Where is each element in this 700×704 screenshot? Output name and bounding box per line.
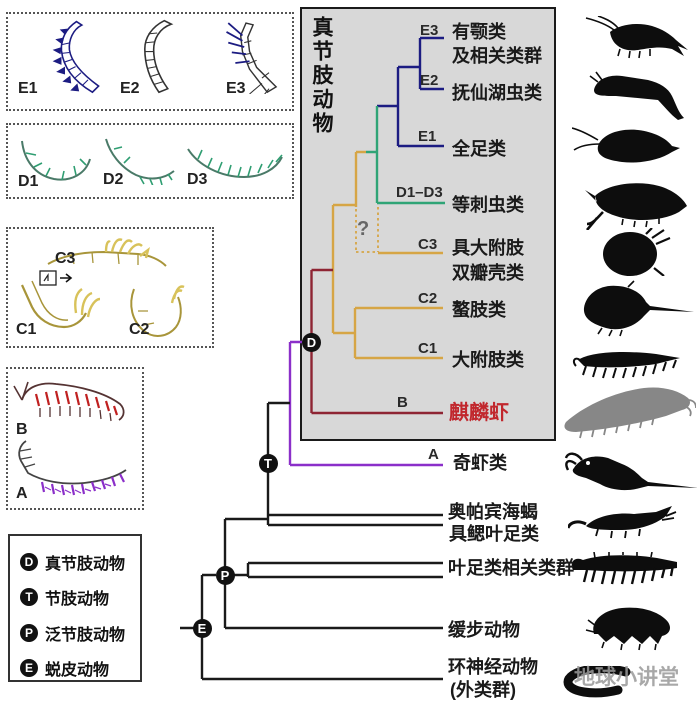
legend-item-d: D 真节肢动物 [20, 550, 125, 574]
horseshoe-crab-silhouette [583, 280, 694, 337]
tardigrade-silhouette [585, 607, 670, 651]
opabinia-silhouette [568, 506, 677, 539]
tip-label-cycloneuralia: 环神经动物 [448, 657, 538, 677]
appendage-drawing-c2 [130, 285, 185, 337]
tip-code-c1: C1 [418, 340, 438, 357]
tip-label-isoxyida: 等刺虫类 [452, 195, 524, 215]
watermark: 地球小讲堂 [574, 666, 679, 689]
panel-e-code-1: E1 [18, 80, 38, 97]
appendage-drawing-c1 [20, 270, 101, 329]
tip-code-e1: E1 [418, 128, 437, 145]
tip-label-radiodonta: 奇虾类 [453, 453, 507, 473]
appendage-drawing-e2 [144, 19, 174, 94]
panel-d-code-1: D1 [18, 173, 39, 190]
legend-label-d: 真节肢动物 [45, 556, 126, 573]
panel-e-code-3: E3 [226, 80, 246, 97]
bivalved-arthropod-silhouette [603, 228, 671, 276]
tip-label-bivalved-2: 双瓣壳类 [452, 263, 524, 283]
node-p-badge: P [215, 565, 235, 585]
megacheiran-silhouette [572, 352, 680, 379]
tip-label-kylinxia: 麒麟虾 [449, 402, 509, 424]
tip-code-b: B [397, 394, 408, 411]
tip-label-pantopoda: 全足类 [452, 139, 506, 159]
panel-ba-code-b: B [16, 421, 28, 438]
tip-label-fuxianhuiida: 抚仙湖虫类 [452, 83, 542, 103]
tip-label-gilled-lobopodians: 具鳃叶足类 [449, 524, 539, 544]
legend: D 真节肢动物 T 节肢动物 P 泛节肢动物 E 蜕皮动物 [8, 534, 142, 682]
appendage-drawing-c3 [47, 238, 167, 267]
panel-c-code-3: C3 [55, 250, 76, 267]
legend-item-p: P 泛节肢动物 [20, 621, 125, 645]
panel-d-code-3: D3 [187, 171, 208, 188]
branch-outgroups [180, 401, 443, 681]
panel-ba-code-a: A [16, 485, 28, 502]
tip-code-e2: E2 [420, 72, 439, 89]
legend-label-t: 节肢动物 [45, 591, 110, 608]
appendage-drawing-e3 [226, 22, 278, 94]
hymenocarine-silhouette [572, 127, 680, 163]
appendage-drawing-e1 [52, 20, 100, 94]
legend-item-t: T 节肢动物 [20, 585, 109, 609]
tip-label-mandibulata: 有颚类 [452, 22, 506, 42]
tip-code-e3: E3 [420, 22, 439, 39]
appendage-drawing-b [13, 381, 125, 422]
euarthropoda-title: 真节肢动物 [310, 16, 333, 136]
tip-label-opabinia: 奥帕宾海蝎 [448, 502, 538, 522]
node-d-badge: D [302, 332, 321, 352]
tip-label-lobopodian-groups: 叶足类相关类群 [448, 558, 574, 578]
node-t-icon: T [20, 588, 38, 606]
euarthropoda-box [300, 7, 556, 441]
legend-item-e: E 蜕皮动物 [20, 656, 109, 680]
branch-c-clade [331, 150, 443, 360]
fuxianhuiid-silhouette [589, 71, 684, 120]
tip-label-megacheira: 大附肢类 [452, 350, 524, 370]
tip-code-c2: C2 [418, 290, 438, 307]
panel-d-appendages: D1 D2 D3 [6, 123, 294, 199]
panel-d-code-2: D2 [103, 171, 124, 188]
node-d-icon: D [20, 553, 38, 571]
branch-d-clade [366, 106, 445, 205]
kylinxia-silhouette [564, 387, 696, 439]
panel-c-code-1: C1 [16, 321, 37, 338]
appendage-drawing-d2 [105, 138, 175, 185]
tip-code-d1d3: D1–D3 [396, 184, 443, 201]
legend-label-e: 蜕皮动物 [45, 662, 110, 679]
appendage-drawing-d1 [21, 140, 91, 181]
uncertainty-mark: ? [357, 218, 370, 240]
isoxyid-silhouette [585, 183, 687, 230]
panel-c-appendages: C3 C1 C2 [6, 227, 214, 348]
branch-radiodonta [288, 340, 443, 467]
branch-e-clade [377, 36, 444, 148]
tip-label-chelicerata: 螯肢类 [452, 300, 506, 320]
branch-c3-uncertain-dotted [355, 207, 379, 253]
panel-e-code-2: E2 [120, 80, 140, 97]
panel-c-code-2: C2 [129, 321, 150, 338]
appendage-drawing-d3 [187, 148, 283, 179]
shrimp-silhouette [585, 16, 688, 59]
tip-label-outgroup: (外类群) [450, 680, 516, 700]
appendage-drawing-a [18, 440, 127, 496]
node-e-icon: E [20, 659, 38, 677]
tip-label-mandibulata-2: 及相关类群 [452, 46, 542, 66]
tip-code-c3: C3 [418, 236, 438, 253]
panel-ba-appendages: B A [6, 367, 144, 510]
node-t-badge: T [258, 453, 278, 473]
tip-code-a: A [428, 446, 439, 463]
tip-label-bivalved: 具大附肢 [452, 238, 524, 258]
node-p-icon: P [20, 624, 38, 642]
panel-e-appendages: E1 E2 E3 [6, 12, 294, 111]
legend-label-p: 泛节肢动物 [45, 627, 126, 644]
tip-label-tardigrada: 缓步动物 [448, 620, 520, 640]
priapulid-worm-silhouette [563, 666, 631, 698]
node-e-badge: E [192, 618, 212, 638]
lobopodian-silhouette [571, 552, 677, 585]
anomalocaris-silhouette [564, 452, 698, 491]
